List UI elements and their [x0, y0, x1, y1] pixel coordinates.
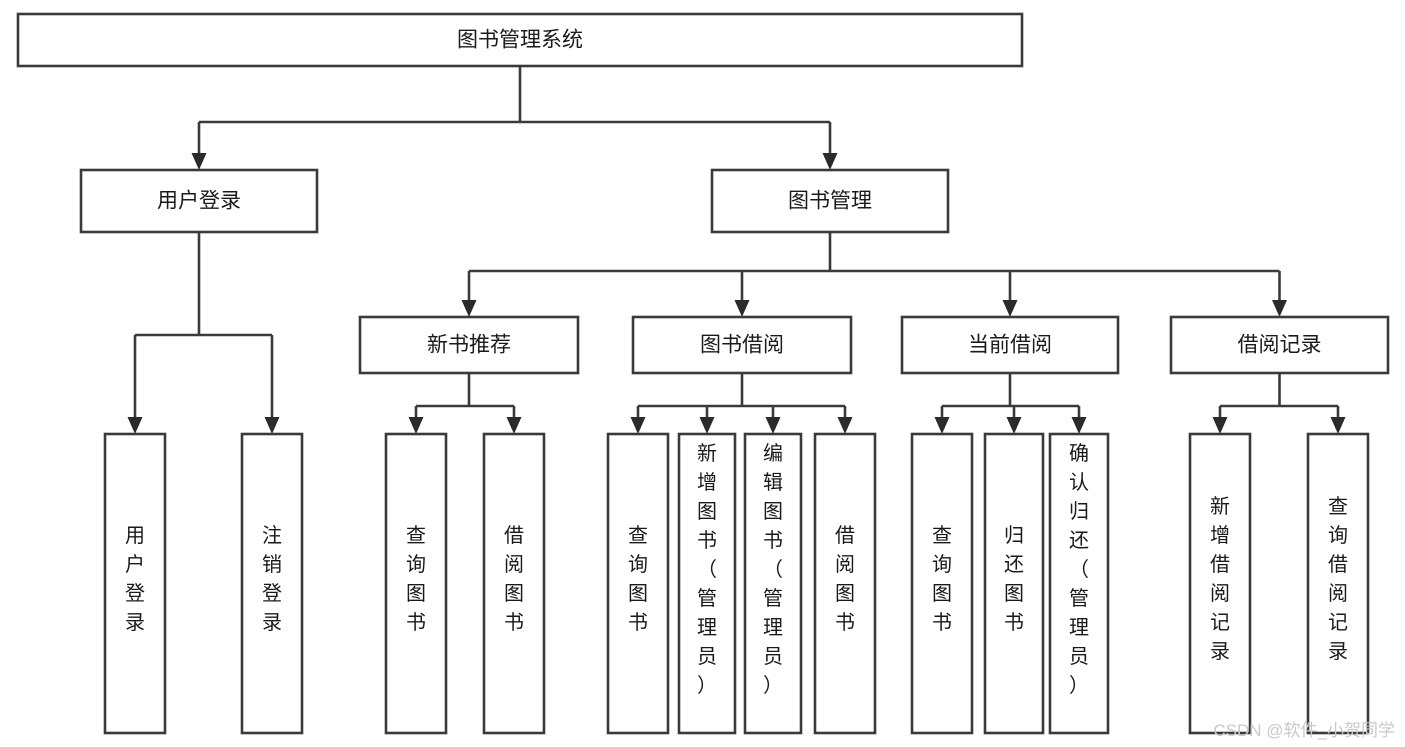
leaf-label: 查询图书 — [406, 524, 426, 634]
leaf-node-9[interactable]: 归还图书 — [983, 432, 1045, 735]
leaf-label: 查询图书 — [628, 524, 648, 634]
arrow-head-icon — [630, 417, 646, 434]
leaf-box — [743, 432, 803, 735]
arrow-head-icon — [127, 417, 143, 434]
leaf-box — [1306, 432, 1370, 735]
leaf-box — [910, 432, 974, 735]
node-label: 图书借阅 — [700, 334, 784, 357]
arrow-head-icon — [408, 417, 424, 434]
node-label: 新书推荐 — [427, 334, 511, 357]
arrow-head-icon — [1071, 417, 1087, 434]
leaf-label: 新增图书（管理员） — [697, 442, 717, 697]
node-label: 当前借阅 — [968, 334, 1052, 357]
node-box — [710, 168, 950, 234]
root-node-book-management-system[interactable]: 图书管理系统 — [16, 12, 1024, 68]
level1-node-1[interactable]: 图书管理 — [710, 168, 950, 234]
leaf-node-7[interactable]: 借阅图书 — [813, 432, 877, 735]
leaf-node-10[interactable]: 确认归还（管理员） — [1048, 432, 1110, 735]
connector-layer — [127, 66, 1346, 434]
leaf-box — [1188, 432, 1252, 735]
leaf-node-11[interactable]: 新增借阅记录 — [1188, 432, 1252, 735]
leaf-label: 查询图书 — [932, 524, 952, 634]
arrow-head-icon — [1002, 300, 1018, 317]
arrow-head-icon — [837, 417, 853, 434]
arrow-head-icon — [191, 153, 207, 170]
leaf-box — [103, 432, 167, 735]
leaf-label: 借阅图书 — [504, 524, 524, 634]
node-label: 图书管理系统 — [457, 29, 583, 52]
node-label: 图书管理 — [788, 190, 872, 213]
leaf-label: 编辑图书（管理员） — [763, 442, 783, 697]
leaf-node-1[interactable]: 注销登录 — [240, 432, 304, 735]
arrow-head-icon — [506, 417, 522, 434]
node-layer: 图书管理系统用户登录图书管理新书推荐图书借阅当前借阅借阅记录用户登录注销登录查询… — [16, 12, 1390, 735]
level2-node-3[interactable]: 借阅记录 — [1169, 315, 1390, 375]
level2-node-2[interactable]: 当前借阅 — [900, 315, 1120, 375]
leaf-label: 查询借阅记录 — [1328, 495, 1348, 663]
level2-node-1[interactable]: 图书借阅 — [631, 315, 853, 375]
arrow-head-icon — [765, 417, 781, 434]
leaf-label: 用户登录 — [125, 525, 145, 634]
leaf-box — [677, 432, 737, 735]
arrow-head-icon — [1212, 417, 1228, 434]
node-box — [1169, 315, 1390, 375]
node-label: 用户登录 — [157, 190, 241, 213]
leaf-box — [606, 432, 670, 735]
arrow-head-icon — [264, 417, 280, 434]
leaf-node-3[interactable]: 借阅图书 — [482, 432, 546, 735]
arrow-head-icon — [1330, 417, 1346, 434]
node-box — [358, 315, 580, 375]
arrow-head-icon — [699, 417, 715, 434]
leaf-box — [240, 432, 304, 735]
leaf-node-2[interactable]: 查询图书 — [384, 432, 448, 735]
leaf-label: 新增借阅记录 — [1210, 495, 1230, 663]
node-box — [16, 12, 1024, 68]
node-box — [79, 168, 319, 234]
leaf-node-8[interactable]: 查询图书 — [910, 432, 974, 735]
leaf-label: 确认归还（管理员） — [1069, 442, 1089, 697]
arrow-head-icon — [461, 300, 477, 317]
leaf-node-0[interactable]: 用户登录 — [103, 432, 167, 735]
leaf-node-12[interactable]: 查询借阅记录 — [1306, 432, 1370, 735]
arrow-head-icon — [934, 417, 950, 434]
leaf-label: 归还图书 — [1004, 524, 1024, 634]
leaf-label: 注销登录 — [262, 524, 282, 634]
arrow-head-icon — [734, 300, 750, 317]
leaf-node-4[interactable]: 查询图书 — [606, 432, 670, 735]
level1-node-0[interactable]: 用户登录 — [79, 168, 319, 234]
arrow-head-icon — [822, 153, 838, 170]
node-box — [631, 315, 853, 375]
leaf-box — [1048, 432, 1110, 735]
leaf-box — [983, 432, 1045, 735]
leaf-label: 借阅图书 — [835, 524, 855, 634]
leaf-node-5[interactable]: 新增图书（管理员） — [677, 432, 737, 735]
leaf-node-6[interactable]: 编辑图书（管理员） — [743, 432, 803, 735]
leaf-box — [482, 432, 546, 735]
arrow-head-icon — [1006, 417, 1022, 434]
node-label: 借阅记录 — [1238, 334, 1322, 357]
leaf-box — [813, 432, 877, 735]
node-box — [900, 315, 1120, 375]
leaf-box — [384, 432, 448, 735]
arrow-head-icon — [1272, 300, 1287, 317]
level2-node-0[interactable]: 新书推荐 — [358, 315, 580, 375]
